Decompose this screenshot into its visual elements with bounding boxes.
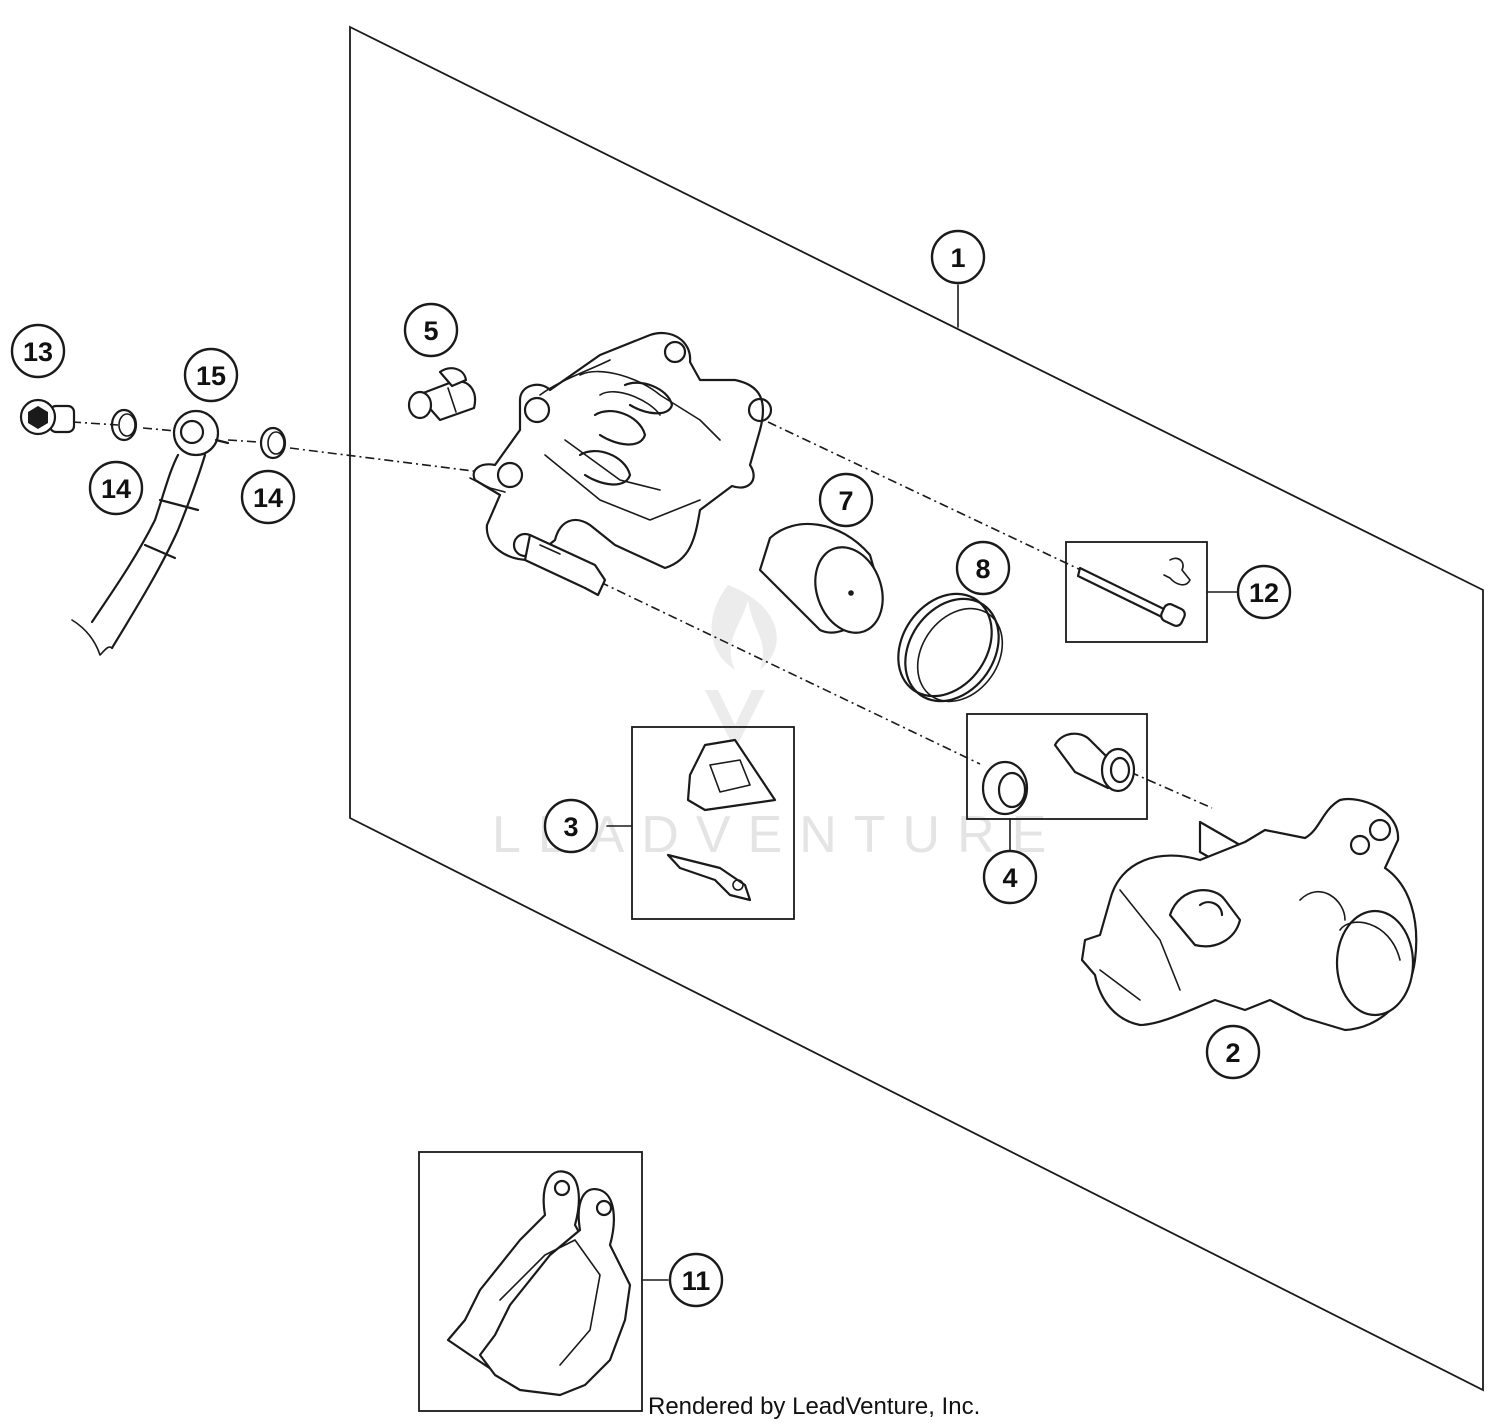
callout-2-label: 2 (1225, 1038, 1240, 1068)
callout-7-label: 7 (838, 486, 853, 516)
callout-14-left: 14 (88, 460, 144, 516)
pin-kit (1065, 541, 1208, 643)
leader-lines (606, 284, 1238, 1281)
assembly-lines (71, 421, 1213, 809)
caliper-bracket (1080, 797, 1418, 1032)
callout-3: 3 (543, 798, 599, 854)
caliper-housing (469, 331, 773, 597)
sealing-ring-right (259, 426, 287, 460)
callout-14-right-label: 14 (253, 483, 283, 513)
piston-seal (897, 592, 1004, 703)
callout-8: 8 (955, 540, 1011, 596)
callout-15: 15 (183, 347, 239, 403)
guide-sleeve-set (966, 713, 1148, 820)
callout-14-left-label: 14 (101, 474, 131, 504)
brake-pads (418, 1151, 643, 1412)
callout-4: 4 (982, 849, 1038, 905)
callout-1: 1 (930, 229, 986, 285)
spring-clip-set (631, 726, 795, 920)
callout-8-label: 8 (975, 554, 990, 584)
callout-3-label: 3 (563, 812, 578, 842)
callout-13: 13 (10, 323, 66, 379)
sealing-ring-left (110, 408, 138, 442)
callout-2: 2 (1205, 1024, 1261, 1080)
callout-12: 12 (1236, 564, 1292, 620)
brake-line (71, 409, 230, 656)
piston (758, 522, 884, 634)
callout-1-label: 1 (950, 243, 965, 273)
assembly-outline (349, 25, 1484, 1392)
callout-14-right: 14 (240, 469, 296, 525)
callout-15-label: 15 (196, 361, 226, 391)
callout-5-label: 5 (423, 316, 438, 346)
callout-7: 7 (818, 472, 874, 528)
callout-12-label: 12 (1249, 578, 1279, 608)
callout-5: 5 (403, 302, 459, 358)
banjo-bolt (19, 398, 76, 436)
credit-text: Rendered by LeadVenture, Inc. (648, 1393, 980, 1420)
bleeder-screw (407, 367, 477, 422)
callout-4-label: 4 (1002, 863, 1017, 893)
callout-11: 11 (668, 1252, 724, 1308)
callout-11-label: 11 (682, 1266, 711, 1296)
callout-13-label: 13 (23, 337, 53, 367)
